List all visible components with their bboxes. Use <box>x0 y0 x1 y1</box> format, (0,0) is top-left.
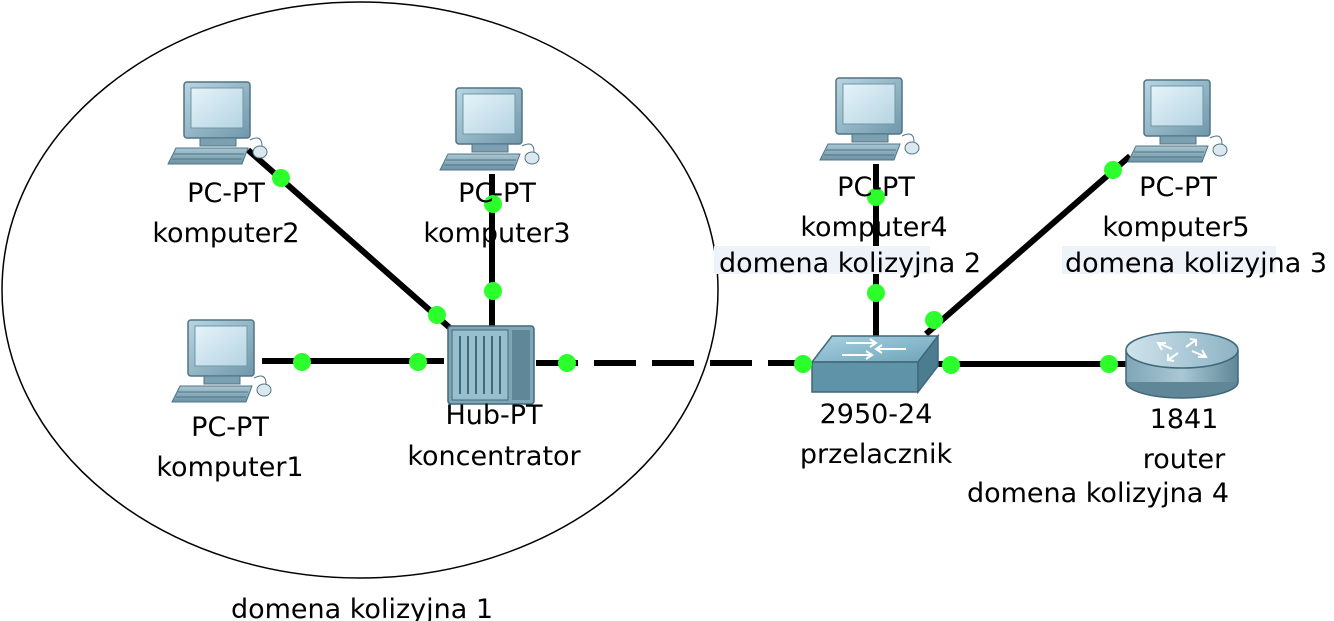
pc-icon-komputer1[interactable] <box>171 319 272 403</box>
router-icon[interactable] <box>1125 331 1239 399</box>
komputer1-name-label: komputer1 <box>156 452 303 483</box>
komputer4-name-label: komputer4 <box>800 212 947 243</box>
switch-name-label: przelacznik <box>800 439 953 470</box>
domain-2-label: domena kolizyjna 2 <box>719 248 981 279</box>
router-model-label: 1841 <box>1150 404 1219 435</box>
collision-domain-1-ellipse <box>1 1 719 579</box>
komputer2-name-label: komputer2 <box>152 218 299 249</box>
switch-icon[interactable] <box>810 333 940 395</box>
port-indicators <box>272 161 1122 374</box>
komputer3-model-label: PC-PT <box>458 178 536 209</box>
hub-model-label: Hub-PT <box>445 400 543 431</box>
links <box>246 147 1132 367</box>
pc-icon-komputer5[interactable] <box>1127 79 1228 163</box>
komputer5-model-label: PC-PT <box>1139 172 1217 203</box>
domain-1-label: domena kolizyjna 1 <box>231 594 493 621</box>
pc-icon-komputer3[interactable] <box>439 87 540 171</box>
switch-model-label: 2950-24 <box>820 399 933 430</box>
hub-icon[interactable] <box>447 325 535 405</box>
komputer1-model-label: PC-PT <box>191 412 269 443</box>
komputer5-name-label: komputer5 <box>1102 212 1249 243</box>
komputer4-model-label: PC-PT <box>837 172 915 203</box>
domain-3-label: domena kolizyjna 3 <box>1065 248 1327 279</box>
domain-4-label: domena kolizyjna 4 <box>967 478 1229 509</box>
komputer2-model-label: PC-PT <box>187 178 265 209</box>
link-komputer5-switch <box>924 153 1132 337</box>
router-name-label: router <box>1143 444 1226 475</box>
komputer3-name-label: komputer3 <box>423 218 570 249</box>
pc-icon-komputer4[interactable] <box>819 77 920 161</box>
hub-name-label: koncentrator <box>407 441 581 472</box>
